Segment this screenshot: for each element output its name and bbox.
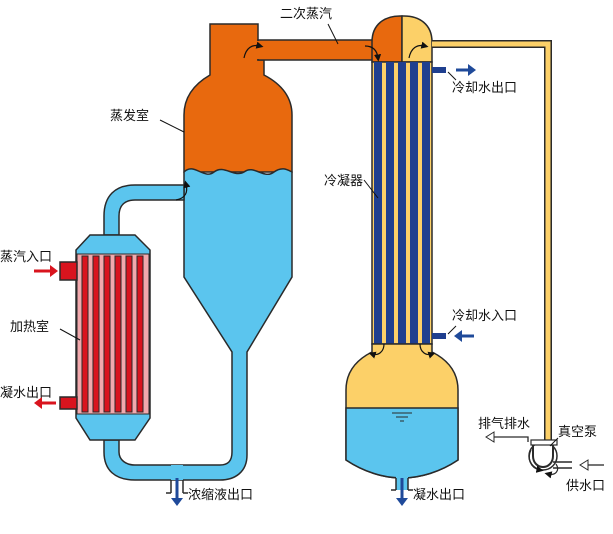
steam-inlet-arrow: [34, 265, 58, 277]
vacuum-pump: [528, 439, 572, 479]
steam-inlet-nozzle: [59, 261, 78, 281]
label-concentrate-outlet: 浓缩液出口: [188, 487, 253, 503]
label-heating-chamber: 加热室: [10, 319, 49, 335]
label-water-supply-inlet: 供水口: [566, 479, 605, 494]
concentrate-out-arrow: [171, 478, 183, 506]
heating-tubes: [81, 255, 144, 413]
label-condenser: 冷凝器: [324, 173, 363, 189]
label-cooling-water-inlet: 冷却水入口: [452, 309, 517, 324]
condensate-nozzle-left: [59, 396, 78, 410]
leader-lines: [59, 23, 559, 447]
evaporator-steam-space: [183, 23, 293, 173]
label-evaporation-chamber: 蒸发室: [110, 108, 149, 124]
label-condensate-outlet-bottom: 凝水出口: [413, 487, 465, 503]
label-cooling-water-outlet: 冷却水出口: [452, 81, 517, 96]
condensate-out-arrow-left: [34, 397, 56, 409]
condensate-receiver: [345, 343, 459, 491]
label-vacuum-pump: 真空泵: [558, 425, 597, 440]
evaporator-liquid: [103, 168, 293, 494]
flow-arrows: [175, 41, 436, 359]
condenser-top-dome: [371, 15, 433, 63]
circulation-pipe: [103, 184, 185, 236]
condensate-out-arrow-bottom: [396, 478, 408, 506]
water-supply-arrow: [579, 459, 604, 471]
label-condensate-outlet-left: 凝水出口: [0, 385, 52, 401]
label-steam-inlet: 蒸汽入口: [0, 250, 52, 265]
exhaust-arrow: [485, 431, 529, 443]
label-secondary-steam: 二次蒸汽: [280, 6, 332, 22]
cooling-water-nozzles: [432, 67, 446, 339]
vacuum-line: [432, 40, 552, 446]
cooling-water-in-arrow: [454, 330, 474, 342]
condenser-tubes: [374, 62, 430, 344]
secondary-steam-pipe: [256, 39, 377, 61]
label-exhaust-drain: 排气排水: [478, 416, 530, 432]
cooling-water-out-arrow: [456, 64, 476, 76]
